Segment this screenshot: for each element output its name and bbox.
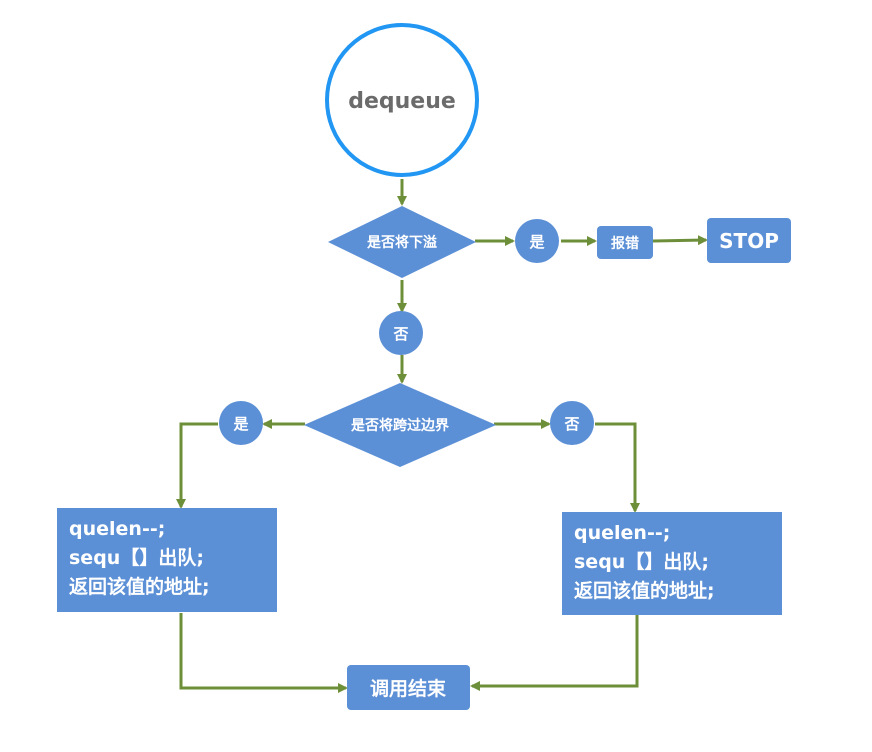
process-box-left: quelen--; sequ【】出队; 返回该值的地址; — [57, 508, 277, 612]
decision-underflow: 是否将下溢 — [328, 206, 476, 278]
process-right-line: sequ【】出队; — [574, 551, 709, 573]
end-call-label: 调用结束 — [370, 677, 447, 700]
process-right-line: quelen--; — [574, 522, 671, 544]
error-node: 报错 — [597, 226, 653, 259]
no-underflow-label: 否 — [392, 325, 408, 343]
yes-underflow-label: 是 — [528, 233, 545, 251]
decision-boundary: 是否将跨过边界 — [304, 383, 496, 467]
process-left-line: sequ【】出队; — [69, 547, 204, 569]
process-right-line: 返回该值的地址; — [574, 580, 715, 602]
start-label: dequeue — [348, 89, 456, 114]
yes-boundary-label: 是 — [232, 415, 249, 433]
connectors — [176, 179, 708, 693]
yes-boundary-node: 是 — [219, 401, 263, 445]
stop-node: STOP — [707, 218, 791, 263]
error-label: 报错 — [611, 235, 639, 252]
connector-left-process-to-end — [179, 613, 348, 693]
process-left-line: quelen--; — [69, 518, 166, 540]
connector-no-to-right-process — [595, 422, 640, 513]
no-underflow-node: 否 — [379, 311, 423, 355]
connector-yes-to-left-process — [176, 422, 218, 509]
process-box-right: quelen--; sequ【】出队; 返回该值的地址; — [562, 512, 782, 615]
decision-underflow-label: 是否将下溢 — [367, 234, 437, 251]
connector-error-to-stop — [652, 235, 708, 246]
connector-right-process-to-end — [470, 615, 639, 691]
decision-boundary-label: 是否将跨过边界 — [351, 417, 450, 434]
process-left-line: 返回该值的地址; — [69, 576, 210, 598]
stop-label: STOP — [719, 229, 779, 253]
start-node: dequeue — [325, 23, 479, 177]
yes-underflow-node: 是 — [515, 219, 559, 263]
no-boundary-label: 否 — [563, 415, 579, 433]
end-call-node: 调用结束 — [347, 665, 470, 710]
no-boundary-node: 否 — [550, 401, 594, 445]
